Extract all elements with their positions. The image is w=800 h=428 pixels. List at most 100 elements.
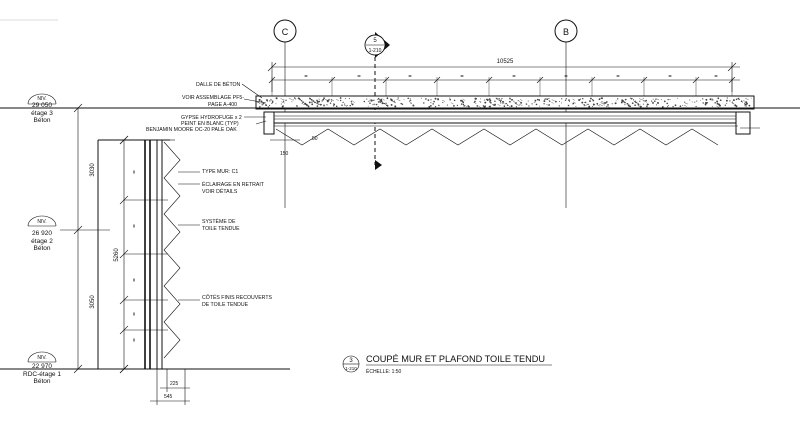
slab-aggregate-dot	[446, 104, 448, 106]
slab-hatch-stroke	[545, 98, 549, 100]
slab-aggregate-dot	[373, 103, 375, 105]
slab-aggregate-dot	[572, 102, 575, 105]
equal-mark: =	[714, 74, 718, 80]
slab-aggregate-dot	[636, 102, 638, 104]
slab-hatch-stroke	[389, 97, 393, 100]
level-marker-22970: NIV. 22 970 RDC-étage 1 Béton	[23, 351, 61, 385]
slab-aggregate-dot	[501, 97, 503, 100]
slab-aggregate-dot	[712, 98, 714, 101]
level-elevation: 26 920	[32, 230, 52, 237]
slab-aggregate-dot	[321, 100, 323, 102]
title-block: 3 1-210 COUPÉ MUR ET PLAFOND TOILE TENDU…	[342, 354, 552, 375]
slab-aggregate-dot	[311, 101, 313, 103]
slab-aggregate-dot	[480, 98, 481, 100]
slab-aggregate-dot	[717, 97, 720, 100]
slab-hatch-stroke	[330, 99, 335, 102]
slab-aggregate-dot	[641, 105, 643, 107]
slab-aggregate-dot	[304, 104, 306, 106]
slab-aggregate-dot	[691, 101, 693, 103]
slab-aggregate-dot	[745, 101, 748, 104]
slab-aggregate-dot	[494, 100, 496, 103]
slab-aggregate-dot	[391, 99, 393, 102]
slab-aggregate-dot	[393, 100, 395, 102]
slab-aggregate-dot	[705, 104, 707, 106]
slab-aggregate-dot	[271, 101, 274, 103]
slab-hatch-stroke	[641, 99, 646, 102]
slab-hatch-stroke	[326, 99, 329, 101]
wall-equal-mark: =	[132, 338, 138, 342]
slab-aggregate-dot	[386, 105, 389, 107]
slab-aggregate-dot	[425, 98, 427, 100]
slab-aggregate-dot	[368, 100, 370, 102]
note-lighting: ÉCLAIRAGE EN RETRAIT	[202, 181, 265, 188]
slab-aggregate-dot	[314, 101, 316, 104]
equal-mark: =	[408, 74, 412, 80]
note-paint: PEINT EN BLANC (TYP)	[181, 121, 239, 127]
slab-aggregate-dot	[652, 101, 654, 104]
slab-aggregate-dot	[323, 105, 325, 107]
slab-aggregate-dot	[351, 103, 353, 105]
slab-hatch-stroke	[343, 104, 347, 107]
slab-aggregate-dot	[490, 101, 492, 104]
slab-aggregate-dot	[385, 102, 387, 104]
slab-aggregate-dot	[743, 99, 745, 101]
ceiling-assembly: 150 50	[263, 111, 760, 157]
slab-aggregate-dot	[591, 98, 593, 101]
slab-aggregate-dot	[689, 99, 691, 101]
slab-aggregate-dot	[603, 102, 606, 104]
slab-aggregate-dot	[732, 99, 735, 102]
slab-aggregate-dot	[636, 101, 638, 103]
slab-aggregate-dot	[375, 103, 378, 106]
slab-aggregate-dot	[567, 104, 570, 107]
slab-aggregate-dot	[578, 99, 581, 101]
slab-aggregate-dot	[409, 100, 411, 102]
slab-aggregate-dot	[307, 105, 310, 108]
slab-aggregate-dot	[330, 100, 333, 102]
level-name: NIV.	[37, 355, 46, 361]
slab-aggregate-dot	[714, 102, 716, 104]
slab-aggregate-dot	[509, 100, 511, 103]
slab-aggregate-dot	[489, 99, 492, 102]
slab-hatch	[257, 97, 752, 108]
slab-aggregate-dot	[589, 97, 592, 100]
slab-aggregate-dot	[342, 101, 344, 104]
slab-aggregate-dot	[394, 105, 397, 108]
slab-aggregate-dot	[316, 101, 319, 103]
slab-hatch-stroke	[519, 103, 523, 106]
slab-aggregate-dot	[449, 98, 451, 101]
offset-150-label: 150	[280, 151, 289, 157]
slab-hatch-stroke	[596, 104, 601, 107]
slab-aggregate-dot	[335, 105, 338, 108]
slab-aggregate-dot	[420, 97, 422, 99]
slab-aggregate-dot	[400, 102, 402, 105]
wall-equal-mark: =	[132, 170, 138, 174]
slab-aggregate-dot	[474, 97, 477, 100]
slab-aggregate-dot	[380, 99, 383, 102]
slab-hatch-stroke	[546, 104, 549, 106]
offset-50-label: 50	[312, 136, 318, 142]
slab-aggregate-dot	[453, 99, 456, 102]
leader-paint	[255, 120, 267, 125]
ceiling-frame	[271, 111, 738, 124]
slab-aggregate-dot	[531, 103, 533, 105]
slab-aggregate-dot	[555, 100, 557, 103]
slab-aggregate-dot	[746, 103, 748, 105]
slab-aggregate-dot	[292, 99, 294, 101]
equal-mark: =	[616, 74, 620, 80]
slab-aggregate-dot	[291, 101, 293, 103]
ceiling-notes: DALLE DE BÉTON VOIR ASSEMBLAGE PF5- PAGE…	[146, 81, 267, 133]
slab-aggregate-dot	[739, 99, 740, 101]
wall-height-value: 5260	[114, 248, 120, 262]
slab-hatch-stroke	[639, 98, 642, 100]
slab-aggregate-dot	[499, 100, 502, 103]
level-floor: RDC-étage 1	[23, 371, 61, 378]
slab-aggregate-dot	[634, 104, 636, 107]
slab-aggregate-dot	[257, 101, 259, 104]
slab-aggregate-dot	[591, 105, 593, 107]
slab-aggregate-dot	[677, 97, 679, 99]
slab-aggregate-dot	[702, 98, 704, 100]
slab-aggregate-dot	[624, 101, 626, 104]
slab-aggregate-dot	[503, 105, 506, 108]
note-finished-sides: CÔTÉS FINIS RECOUVERTS	[202, 294, 272, 301]
slab-hatch-stroke	[745, 98, 749, 100]
